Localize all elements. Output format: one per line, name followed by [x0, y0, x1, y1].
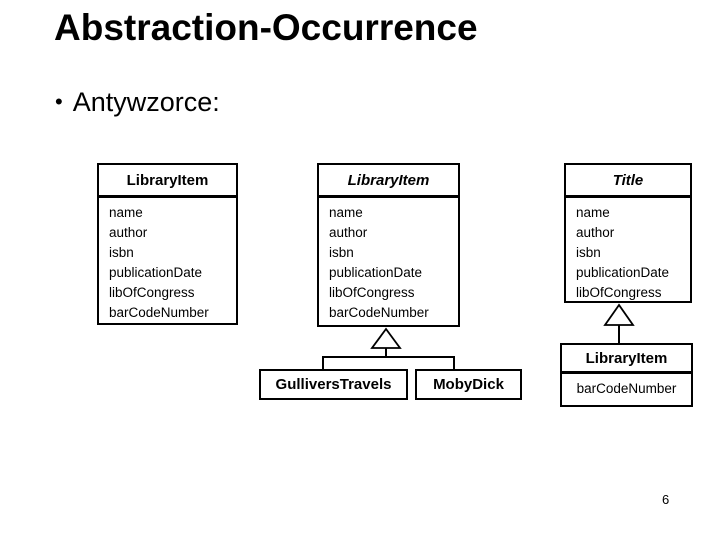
uml-attribute: libOfCongress [576, 285, 662, 300]
uml-class-name: LibraryItem [319, 165, 458, 198]
bullet-item: • Antywzorce: [55, 87, 220, 118]
slide-title: Abstraction-Occurrence [54, 7, 478, 48]
uml-attribute: author [329, 225, 368, 240]
uml-attribute-list: name author isbn publicationDate libOfCo… [319, 198, 458, 323]
uml-attribute: barCodeNumber [329, 305, 429, 320]
inheritance-triangle-icon [370, 327, 402, 349]
uml-attribute: barCodeNumber [576, 381, 677, 396]
uml-attribute: libOfCongress [329, 285, 415, 300]
uml-class-libraryitem-flat: LibraryItem name author isbn publication… [97, 163, 238, 325]
uml-attribute: isbn [576, 245, 601, 260]
uml-class-libraryitem-occurrence: LibraryItem barCodeNumber [560, 343, 693, 407]
uml-attribute: name [109, 205, 143, 220]
inheritance-arrow-right [603, 303, 635, 344]
uml-class-gulliverstravels: GulliversTravels [259, 369, 408, 400]
uml-attribute-list: barCodeNumber [562, 374, 691, 399]
page-number: 6 [662, 492, 670, 507]
uml-class-name: LibraryItem [99, 165, 236, 198]
uml-attribute: libOfCongress [109, 285, 195, 300]
uml-class-name: GulliversTravels [275, 376, 392, 393]
bullet-text: Antywzorce: [72, 87, 220, 117]
uml-attribute: publicationDate [329, 265, 423, 280]
uml-attribute: author [576, 225, 615, 240]
uml-class-name: MobyDick [433, 376, 504, 393]
uml-attribute: barCodeNumber [109, 305, 209, 320]
uml-attribute: author [109, 225, 148, 240]
uml-attribute: publicationDate [109, 265, 203, 280]
uml-class-name: LibraryItem [562, 345, 691, 374]
uml-attribute-list: name author isbn publicationDate libOfCo… [566, 198, 690, 301]
uml-attribute: isbn [109, 245, 134, 260]
uml-class-name: Title [566, 165, 690, 198]
uml-class-mobydick: MobyDick [415, 369, 522, 400]
uml-attribute: publicationDate [576, 265, 670, 280]
uml-attribute: name [576, 205, 610, 220]
inheritance-arrow-middle [322, 327, 455, 370]
uml-attribute-list: name author isbn publicationDate libOfCo… [99, 198, 236, 323]
bullet-icon: • [55, 89, 63, 114]
uml-class-title-abstract: Title name author isbn publicationDate l… [564, 163, 692, 303]
uml-attribute: isbn [329, 245, 354, 260]
uml-attribute: name [329, 205, 363, 220]
inheritance-triangle-icon [603, 303, 635, 326]
uml-class-libraryitem-abstract: LibraryItem name author isbn publication… [317, 163, 460, 327]
